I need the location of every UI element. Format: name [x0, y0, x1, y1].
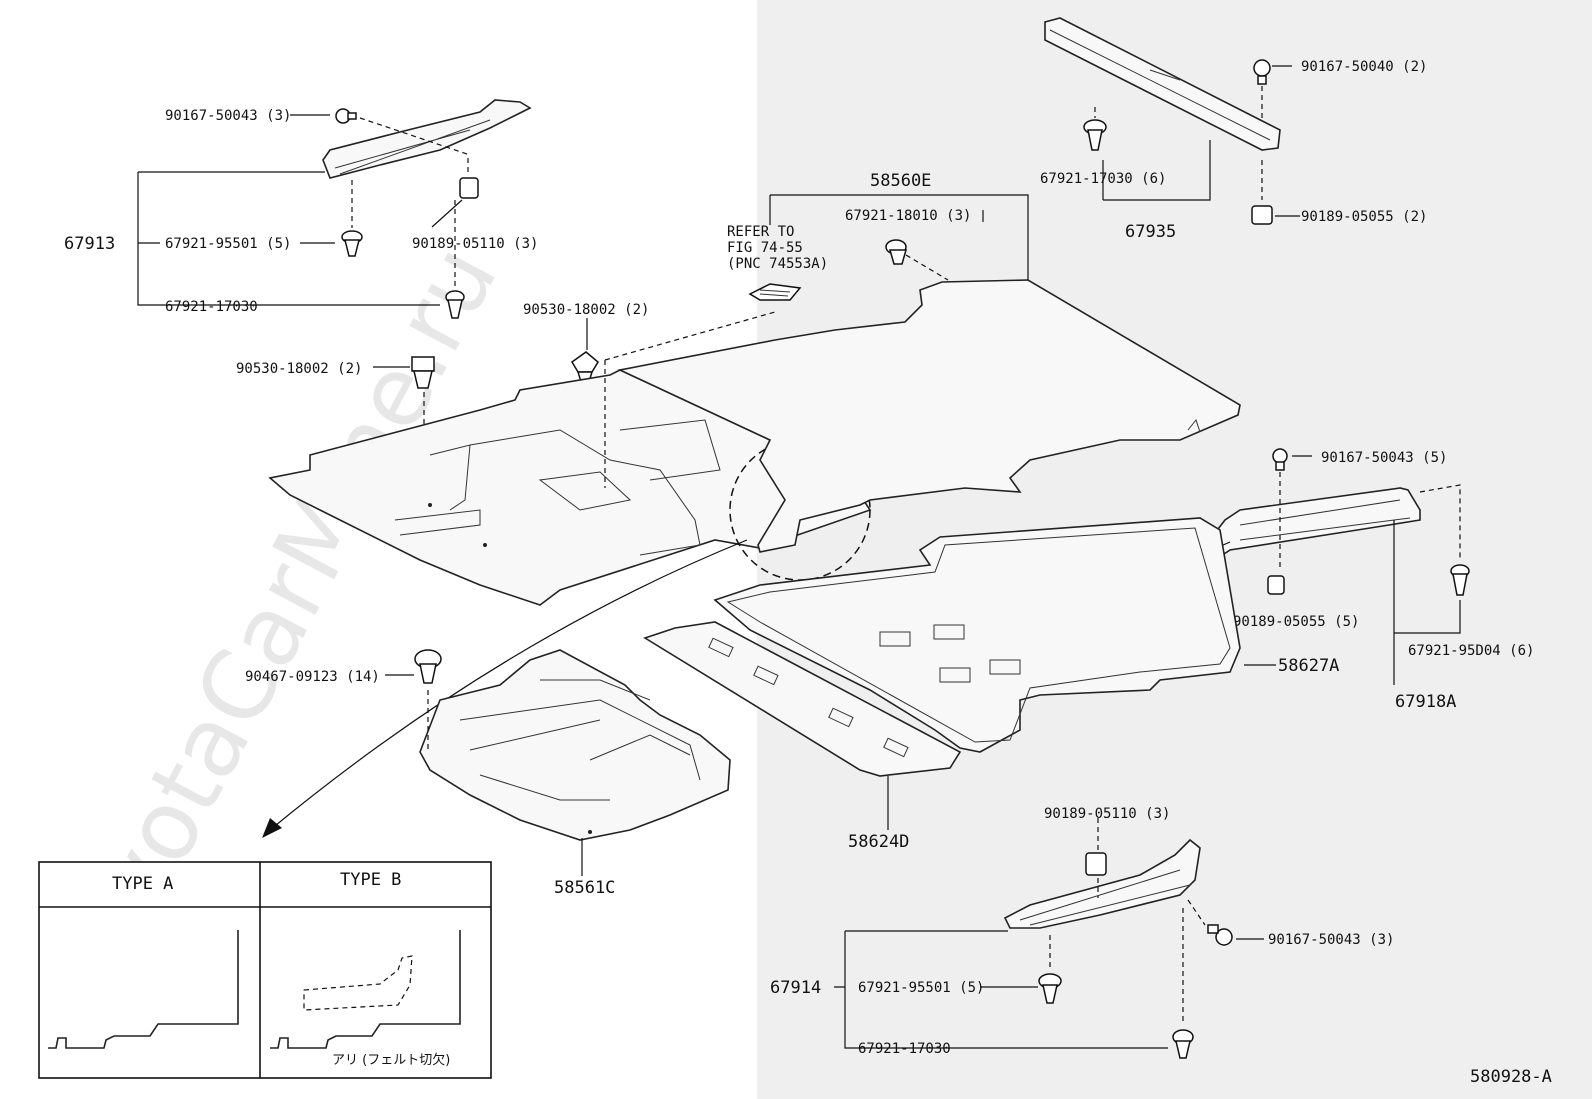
clip-90189-05055-lower[interactable]: [1267, 575, 1285, 595]
clip-67921-95501-bottom[interactable]: [1038, 973, 1062, 1004]
clip-67921-17030-bottom[interactable]: [1172, 1029, 1194, 1059]
clip-90167-50043-right[interactable]: [1272, 448, 1288, 471]
label-90189-05055-5: 90189-05055 (5): [1233, 614, 1359, 630]
dash-guide: [905, 254, 949, 281]
scuff-plate-67914[interactable]: [1003, 838, 1201, 929]
dash-guide: [1187, 899, 1206, 926]
clip-90189-05110-bottom[interactable]: [1085, 852, 1107, 876]
leader-58560E: [769, 194, 1029, 280]
clip-90167-50043-bottom[interactable]: [1207, 924, 1233, 946]
type-detail-box: TYPE A TYPE B アリ (フェルト切欠): [38, 861, 492, 1079]
clip-90189-05110-top[interactable]: [459, 177, 479, 199]
label-67921-17030-6: 67921-17030 (6): [1040, 171, 1166, 187]
leader-lines-67913: [137, 114, 463, 306]
label-67918A: 67918A: [1395, 692, 1456, 712]
clip-67921-95D04[interactable]: [1450, 564, 1470, 596]
dash-guide: [604, 311, 776, 488]
clip-90167-50040[interactable]: [1253, 59, 1271, 85]
label-67935: 67935: [1125, 222, 1176, 242]
type-b-note: アリ (フェルト切欠): [332, 1052, 450, 1068]
type-b-profile: [270, 930, 461, 1049]
label-67913: 67913: [64, 234, 115, 254]
refer-vent-grille[interactable]: [748, 283, 802, 301]
mat-strip-58624D[interactable]: [643, 621, 962, 777]
label-58560E: 58560E: [870, 171, 931, 191]
clip-67921-95501-top[interactable]: [341, 230, 363, 257]
label-90167-50043-5: 90167-50043 (5): [1321, 450, 1447, 466]
label-90167-50043-bottom: 90167-50043 (3): [1268, 932, 1394, 948]
label-67921-18010-3: 67921-18010 (3): [845, 208, 971, 224]
leader-67935: [1102, 65, 1300, 217]
clip-90467-09123[interactable]: [414, 649, 442, 684]
label-90167-50040-2: 90167-50040 (2): [1301, 59, 1427, 75]
label-90189-05110-bottom: 90189-05110 (3): [1044, 806, 1170, 822]
leader-67914: [834, 930, 1264, 1049]
scuff-plate-67913[interactable]: [322, 99, 532, 179]
label-90530-18002-center: 90530-18002 (2): [523, 302, 649, 318]
dash-guide: [359, 117, 471, 156]
clip-90189-05055-right[interactable]: [1251, 205, 1273, 225]
label-58624D: 58624D: [848, 832, 909, 852]
clip-67921-17030-right[interactable]: [1083, 119, 1107, 151]
leader-67918A: [1292, 455, 1461, 685]
label-type-a: TYPE A: [112, 874, 173, 894]
label-90530-18002-left: 90530-18002 (2): [236, 361, 362, 377]
label-90167-50043-3: 90167-50043 (3): [165, 108, 291, 124]
clip-67921-17030-top[interactable]: [445, 290, 465, 319]
refer-line-3: (PNC 74553A): [727, 256, 828, 272]
leader-58561C: [385, 674, 583, 876]
label-58627A: 58627A: [1278, 656, 1339, 676]
label-67921-17030: 67921-17030: [165, 299, 258, 315]
label-67921-95501-5: 67921-95501 (5): [165, 236, 291, 252]
clip-67921-18010[interactable]: [885, 239, 907, 265]
floor-mat-58627A[interactable]: [713, 517, 1241, 753]
diagram-code: 580928-A: [1470, 1067, 1552, 1087]
rear-floor-carpet-58560E[interactable]: [617, 279, 1241, 553]
refer-line-2: FIG 74-55: [727, 240, 803, 256]
label-67914: 67914: [770, 978, 821, 998]
label-67921-17030-bottom: 67921-17030: [858, 1041, 951, 1057]
label-58561C: 58561C: [554, 878, 615, 898]
label-type-b: TYPE B: [340, 870, 401, 890]
label-90189-05110-3: 90189-05110 (3): [412, 236, 538, 252]
detail-arrow-line: [269, 539, 748, 831]
type-b-cutout: [303, 955, 413, 1011]
step-trim-67918A[interactable]: [1196, 487, 1421, 561]
label-67921-95501-bottom: 67921-95501 (5): [858, 980, 984, 996]
clip-90530-18002-left[interactable]: [411, 356, 435, 389]
detail-arrowhead: [262, 818, 282, 838]
clip-90167-50043-top[interactable]: [335, 108, 357, 124]
type-a-profile: [48, 930, 239, 1049]
dash-guide: [1419, 484, 1461, 560]
label-67921-95D04-6: 67921-95D04 (6): [1408, 643, 1534, 659]
rear-trim-67935[interactable]: [1044, 17, 1281, 151]
label-90189-05055-2: 90189-05055 (2): [1301, 209, 1427, 225]
label-90467-09123-14: 90467-09123 (14): [245, 669, 380, 685]
refer-line-1: REFER TO: [727, 224, 794, 240]
spare-tray-58561C[interactable]: [419, 649, 731, 841]
